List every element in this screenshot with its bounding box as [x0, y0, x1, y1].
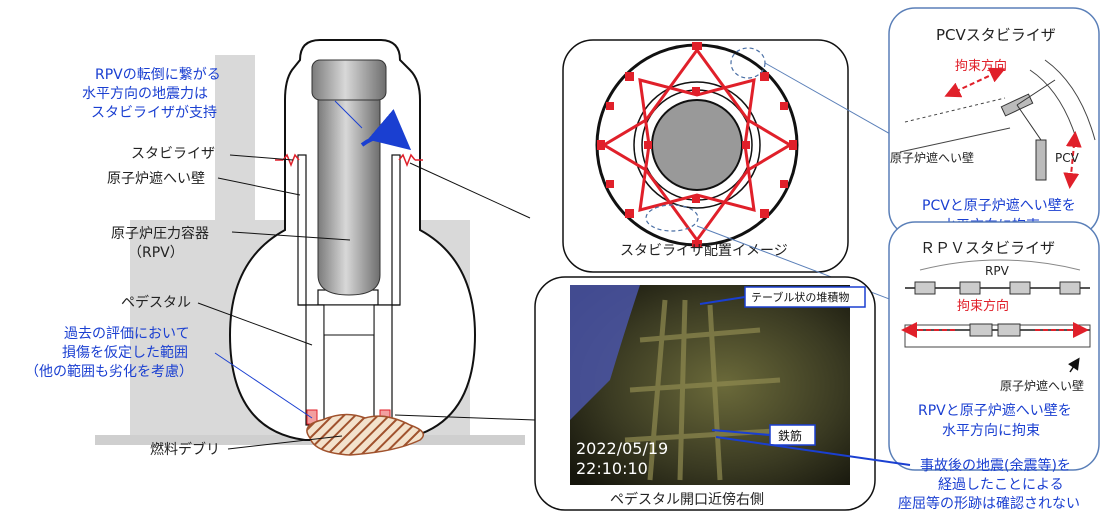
bottom-note-line-2: 経過したことによる: [938, 477, 1064, 493]
fuel-debris-label: 燃料デブリ: [150, 441, 220, 458]
stabilizer-label: スタビライザ: [131, 146, 215, 162]
rotation-arrow: [360, 109, 412, 151]
blue-note-line-3: スタビライザが支持: [91, 105, 217, 121]
pcv-wall-label: 原子炉遮へい壁: [890, 150, 974, 165]
blue-note-line-2: 水平方向の地震力は: [82, 86, 208, 102]
photo-callout-rebar: 鉄筋: [778, 428, 802, 443]
rpv-note-line-2: 水平方向に拘束: [942, 423, 1040, 439]
damage-note-line-1: 過去の評価において: [64, 326, 190, 342]
pedestal: [305, 304, 393, 426]
pcv-direction-label: 拘束方向: [955, 58, 1007, 74]
rpv-panel-title: ＲＰＶスタビライザ: [920, 239, 1055, 257]
pcv-note-line-1: PCVと原子炉遮へい壁を: [922, 198, 1076, 214]
rpv-wall-label: 原子炉遮へい壁: [1000, 378, 1084, 393]
leader-lines: [197, 100, 536, 450]
pcv-zoom-line: [764, 62, 893, 136]
rpv-stabilizer-panel: [888, 221, 1100, 471]
photo-time: 22:10:10: [576, 459, 648, 478]
damage-note-line-2: 損傷を仮定した範囲: [62, 344, 188, 361]
layout-caption: スタビライザ配置イメージ: [620, 243, 788, 259]
rpv-label-line-2: （RPV）: [128, 245, 184, 261]
stabilizer-brackets: [597, 42, 797, 248]
bottom-note-line-3: 座屈等の形跡は確認されない: [898, 495, 1080, 512]
stabilizer-layout-panel: [562, 39, 849, 273]
photo-callout-deposit: テーブル状の堆積物: [751, 290, 849, 304]
pcv-label: PCV: [1055, 151, 1080, 165]
photo-date: 2022/05/19: [576, 439, 668, 458]
pcv-panel-title: PCVスタビライザ: [936, 26, 1056, 44]
photo-caption: ペデスタル開口近傍右側: [610, 491, 764, 508]
pedestal-label: ペデスタル: [121, 294, 191, 311]
rpv-direction-label: 拘束方向: [957, 298, 1009, 314]
fuel-debris-shape: [306, 413, 425, 456]
pedestal-photo-panel: [534, 276, 911, 511]
bottom-note-line-1: 事故後の地震(余震等)を: [920, 457, 1071, 474]
damage-note-line-3: （他の範囲も劣化を考慮）: [25, 363, 193, 380]
rpv-note-line-1: RPVと原子炉遮へい壁を: [918, 403, 1072, 419]
rpv-vessel: [311, 59, 387, 306]
shield-wall-label: 原子炉遮へい壁: [107, 171, 205, 187]
blue-note-line-1: RPVの転倒に繋がる: [95, 67, 221, 83]
rpv-label-line-1: 原子炉圧力容器: [111, 225, 209, 242]
stabilizer-springs: [275, 153, 423, 168]
rpv-panel-rpv-label: RPV: [985, 264, 1010, 278]
